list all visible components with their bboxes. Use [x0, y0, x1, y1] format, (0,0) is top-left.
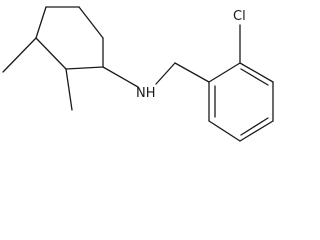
bond-n-to-ch2	[155, 62, 176, 85]
methyl-groups	[2, 37, 73, 111]
molecule-structure-diagram: NH Cl	[2, 6, 274, 142]
bond-ring-c4-c3	[35, 37, 67, 70]
bond-benzene-inner-top-right	[240, 68, 269, 86]
amine-nitrogen-label: NH	[136, 86, 156, 101]
bond-benzene-c2-c3	[239, 62, 274, 83]
structure-canvas: NH Cl	[2, 6, 274, 142]
bond-ring-c5-c4	[35, 6, 47, 39]
bond-ring-to-n	[102, 66, 139, 88]
bond-benzene-c5-c6	[208, 120, 241, 142]
bond-benzene-inner-bottom	[240, 117, 269, 136]
bond-benzene-c1-c2	[208, 62, 241, 83]
cyclohexane-ring	[35, 6, 104, 70]
bond-methyl-3	[2, 37, 37, 73]
bond-ring-c3-c2	[65, 66, 104, 70]
amine-linkage	[102, 62, 210, 88]
bond-benzene-c4-c5	[239, 120, 274, 142]
bond-ch2-to-benzene	[174, 62, 210, 83]
chlorine-label: Cl	[233, 9, 246, 24]
bond-ring-c1-c6	[78, 6, 104, 39]
bond-methyl-2	[65, 68, 73, 111]
benzene-ring	[208, 62, 274, 142]
